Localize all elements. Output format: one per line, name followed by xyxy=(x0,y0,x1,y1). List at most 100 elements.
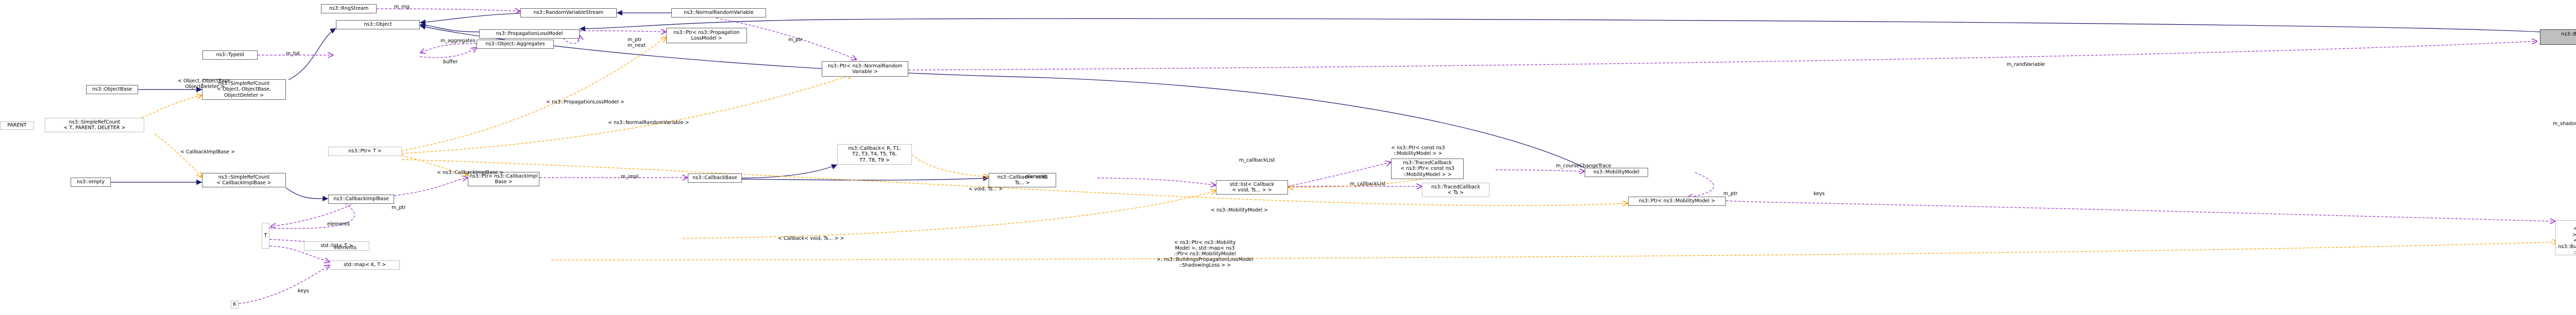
edge-listcb-tracedts xyxy=(1287,186,1422,187)
class-node-line: ::MobilityModel > > xyxy=(1403,171,1452,178)
class-node-objectbase[interactable]: ns3::ObjectBase xyxy=(86,85,138,94)
class-node-line: ns3::RngStream xyxy=(329,6,369,12)
edge-label-line: elements xyxy=(1025,174,1048,180)
class-node-simplerc-obj[interactable]: ns3::SimpleRefCount< Object, ObjectBase,… xyxy=(202,79,286,100)
class-node-mobility[interactable]: ns3::MobilityModel xyxy=(1585,168,1648,177)
edge-label-l-mptr-mm: m_ptr xyxy=(1723,191,1738,197)
class-node-line: ns3::Ptr< T > xyxy=(348,148,382,154)
edge-label-l-elements1: elements xyxy=(1025,174,1048,180)
edge-label-line: m_courseChangeTrace xyxy=(1556,163,1612,169)
edge-label-l-aggregates: m_aggregates xyxy=(440,38,476,44)
class-node-line: ns3::CallbackBase xyxy=(692,175,737,181)
class-node-line: ns3::PropagationLossModel xyxy=(496,31,563,37)
class-node-list-t[interactable]: std::list< T > xyxy=(304,241,369,251)
edge-label-l-elements3: elements xyxy=(334,245,357,251)
edge-label-line: < ns3::MobilityModel > xyxy=(1211,207,1268,213)
class-node-line: ns3::ObjectBase xyxy=(92,86,132,93)
class-node-line: ns3::empty xyxy=(77,179,105,185)
class-node-focus[interactable]: ns3::BuildingsPropagationLossModel xyxy=(2540,29,2576,45)
edge-label-line: m_ptr xyxy=(628,37,642,43)
edge-simplerc-object xyxy=(288,28,336,80)
edge-label-line: m_shadowingLossMap xyxy=(2553,121,2576,127)
edge-label-l-keys-k: keys xyxy=(298,288,309,294)
class-node-k-node[interactable]: K xyxy=(231,301,239,309)
edge-label-line: Model >, std::map< ns3 xyxy=(1175,246,1235,251)
edge-label-line: m_randVariable xyxy=(2007,62,2045,67)
template-edges xyxy=(133,37,2558,260)
edge-label-l-course: m_courseChangeTrace xyxy=(1556,163,1611,169)
edge-label-line: m_ptr xyxy=(788,37,803,43)
edge-label-l-void-ts: < void, Ts... > xyxy=(969,186,1003,192)
class-node-rngstream[interactable]: ns3::RngStream xyxy=(321,4,377,13)
class-node-line: < ns3::Ptr< const ns3 xyxy=(1400,166,1454,172)
edge-focus-plm xyxy=(579,18,2540,32)
edge-label-line: m_callbackList xyxy=(1239,157,1275,163)
class-node-line: std::list< Callback xyxy=(1229,181,1275,187)
class-node-traced-ts[interactable]: ns3::TracedCallback< Ts > xyxy=(1422,183,1489,197)
class-node-typeid[interactable]: ns3::TypeId xyxy=(202,50,258,60)
class-node-traced-mm[interactable]: ns3::TracedCallback< ns3::Ptr< const ns3… xyxy=(1391,159,1464,179)
class-node-simplerc-tpl[interactable]: ns3::SimpleRefCount< T, PARENT, DELETER … xyxy=(45,118,144,132)
class-node-aggregates[interactable]: ns3::Object::Aggregates xyxy=(477,40,554,49)
edge-tpl-listcb xyxy=(682,190,1216,239)
class-node-ptr-t[interactable]: ns3::Ptr< T > xyxy=(328,147,402,156)
edge-label-l-cblist1: m_callbackList xyxy=(1239,157,1275,163)
edge-label-line: m_tid xyxy=(286,51,300,57)
edge-label-line: ::MobilityModel > > xyxy=(1394,151,1443,156)
edge-label-line: < ns3::Ptr< const ns3 xyxy=(1391,145,1445,151)
edge-label-l-mnext: m_next xyxy=(628,43,646,48)
class-node-list-cb[interactable]: std::list< Callback< void, Ts... > > xyxy=(1216,180,1288,195)
class-node-line: ns3::MobilityModel xyxy=(1593,169,1640,176)
edge-cbvoid-listcb xyxy=(1097,178,1216,185)
class-node-empty[interactable]: ns3::empty xyxy=(71,178,111,187)
class-node-t-node[interactable]: T xyxy=(262,223,269,249)
class-node-line: PARENT xyxy=(7,122,27,129)
class-node-cbimplbase[interactable]: ns3::CallbackImplBase xyxy=(328,195,394,204)
class-node-plm[interactable]: ns3::PropagationLossModel xyxy=(479,29,580,39)
edge-label-l-elements2: elements xyxy=(327,221,350,227)
class-node-line: ns3::SimpleRefCount xyxy=(218,174,270,180)
class-node-cb-void[interactable]: ns3::Callback< void,Ts... > xyxy=(989,173,1056,187)
edge-label-line: m_callbackList xyxy=(1350,181,1386,187)
edge-tpl-ptrplm xyxy=(401,37,666,151)
edge-label-l-cblist2: m_callbackList xyxy=(1350,181,1386,187)
edge-label-l-tpl-plm: < ns3::PropagationLossModel > xyxy=(546,99,624,105)
edge-tpl-ptrnrv xyxy=(401,75,853,154)
edge-label-l-cb-void-ts: < Callback< void, Ts... > > xyxy=(778,236,844,241)
class-node-cb-tpl[interactable]: ns3::Callback< R, T1,T2, T3, T4, T5, T6,… xyxy=(837,144,912,165)
edge-label-line: keys xyxy=(298,288,309,294)
class-node-simplerc-cb[interactable]: ns3::SimpleRefCount< CallbackImplBase > xyxy=(202,173,286,187)
class-node-line: ns3::Object xyxy=(364,22,392,28)
edge-label-line: m_impl xyxy=(621,174,639,180)
class-node-object[interactable]: ns3::Object xyxy=(336,20,420,29)
class-node-line: ns3::SimpleRefCount xyxy=(218,80,270,86)
class-node-map-kt[interactable]: std::map< K, T > xyxy=(330,260,400,270)
edge-rng-rvs xyxy=(376,9,520,11)
class-node-line: Base > xyxy=(495,179,513,185)
class-node-map-shadow[interactable]: std::map< ns3::Ptr< ns3::MobilityModel>,… xyxy=(2555,220,2576,255)
class-node-line: ::ShadowingLoss > > xyxy=(2573,250,2576,255)
edge-cbimpl-ptrcb xyxy=(394,178,468,196)
edge-label-l-randvar: m_randVariable xyxy=(2007,62,2045,67)
class-node-nrv[interactable]: ns3::NormalRandomVariable xyxy=(671,8,766,18)
edge-k-mapkt xyxy=(238,265,330,304)
edge-label-line: ObjectDeleter > xyxy=(185,84,225,90)
class-node-cbbase[interactable]: ns3::CallbackBase xyxy=(688,173,742,183)
edge-label-line: < Object, ObjectBase, xyxy=(178,78,232,84)
edge-label-line: < ns3::CallbackImplBase > xyxy=(437,170,504,176)
edge-label-l-mptr-nrv: m_ptr xyxy=(788,37,803,43)
edge-tpl-tracedmm xyxy=(1288,177,1430,187)
edge-cbbase-cbvoid xyxy=(741,176,989,181)
edge-label-line: m_ptr xyxy=(1723,191,1738,197)
class-node-rvs[interactable]: ns3::RandomVariableStream xyxy=(520,8,617,18)
class-node-line: ns3::Ptr< ns3::NormalRandom xyxy=(827,63,903,69)
class-node-line: ns3::Callback< void, xyxy=(997,174,1048,180)
class-node-parent[interactable]: PARENT xyxy=(0,121,34,130)
edge-label-line: elements xyxy=(327,221,350,227)
class-node-ptr-mm[interactable]: ns3::Ptr< ns3::MobilityModel > xyxy=(1628,197,1726,206)
